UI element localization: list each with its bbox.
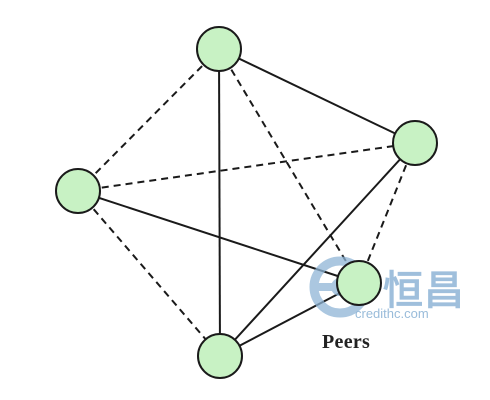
edge-lower-right-bottom-solid: [219, 282, 360, 357]
peer-node-bottom: [197, 333, 243, 379]
edge-left-bottom-dashed: [77, 190, 221, 357]
edge-left-lower-right-solid: [77, 190, 360, 284]
watermark-brand-text: 恒昌: [383, 268, 465, 314]
node-layer: [55, 26, 438, 379]
peer-node-left: [55, 168, 101, 214]
watermark-url-text: credithc.com: [355, 306, 429, 321]
edge-right-bottom-solid: [219, 142, 416, 357]
peer-node-right: [392, 120, 438, 166]
edge-top-left-dashed: [77, 48, 220, 192]
peer-node-lower-right: [336, 260, 382, 306]
edge-right-lower-right-dashed: [358, 142, 416, 284]
edge-top-right-solid: [218, 48, 416, 144]
peers-label: Peers: [322, 331, 371, 353]
edge-left-right-dashed: [77, 142, 416, 192]
edge-top-bottom-solid: [218, 48, 221, 357]
edge-layer: [77, 48, 416, 357]
peer-node-top: [196, 26, 242, 72]
edge-top-lower-right-dashed: [218, 48, 360, 284]
